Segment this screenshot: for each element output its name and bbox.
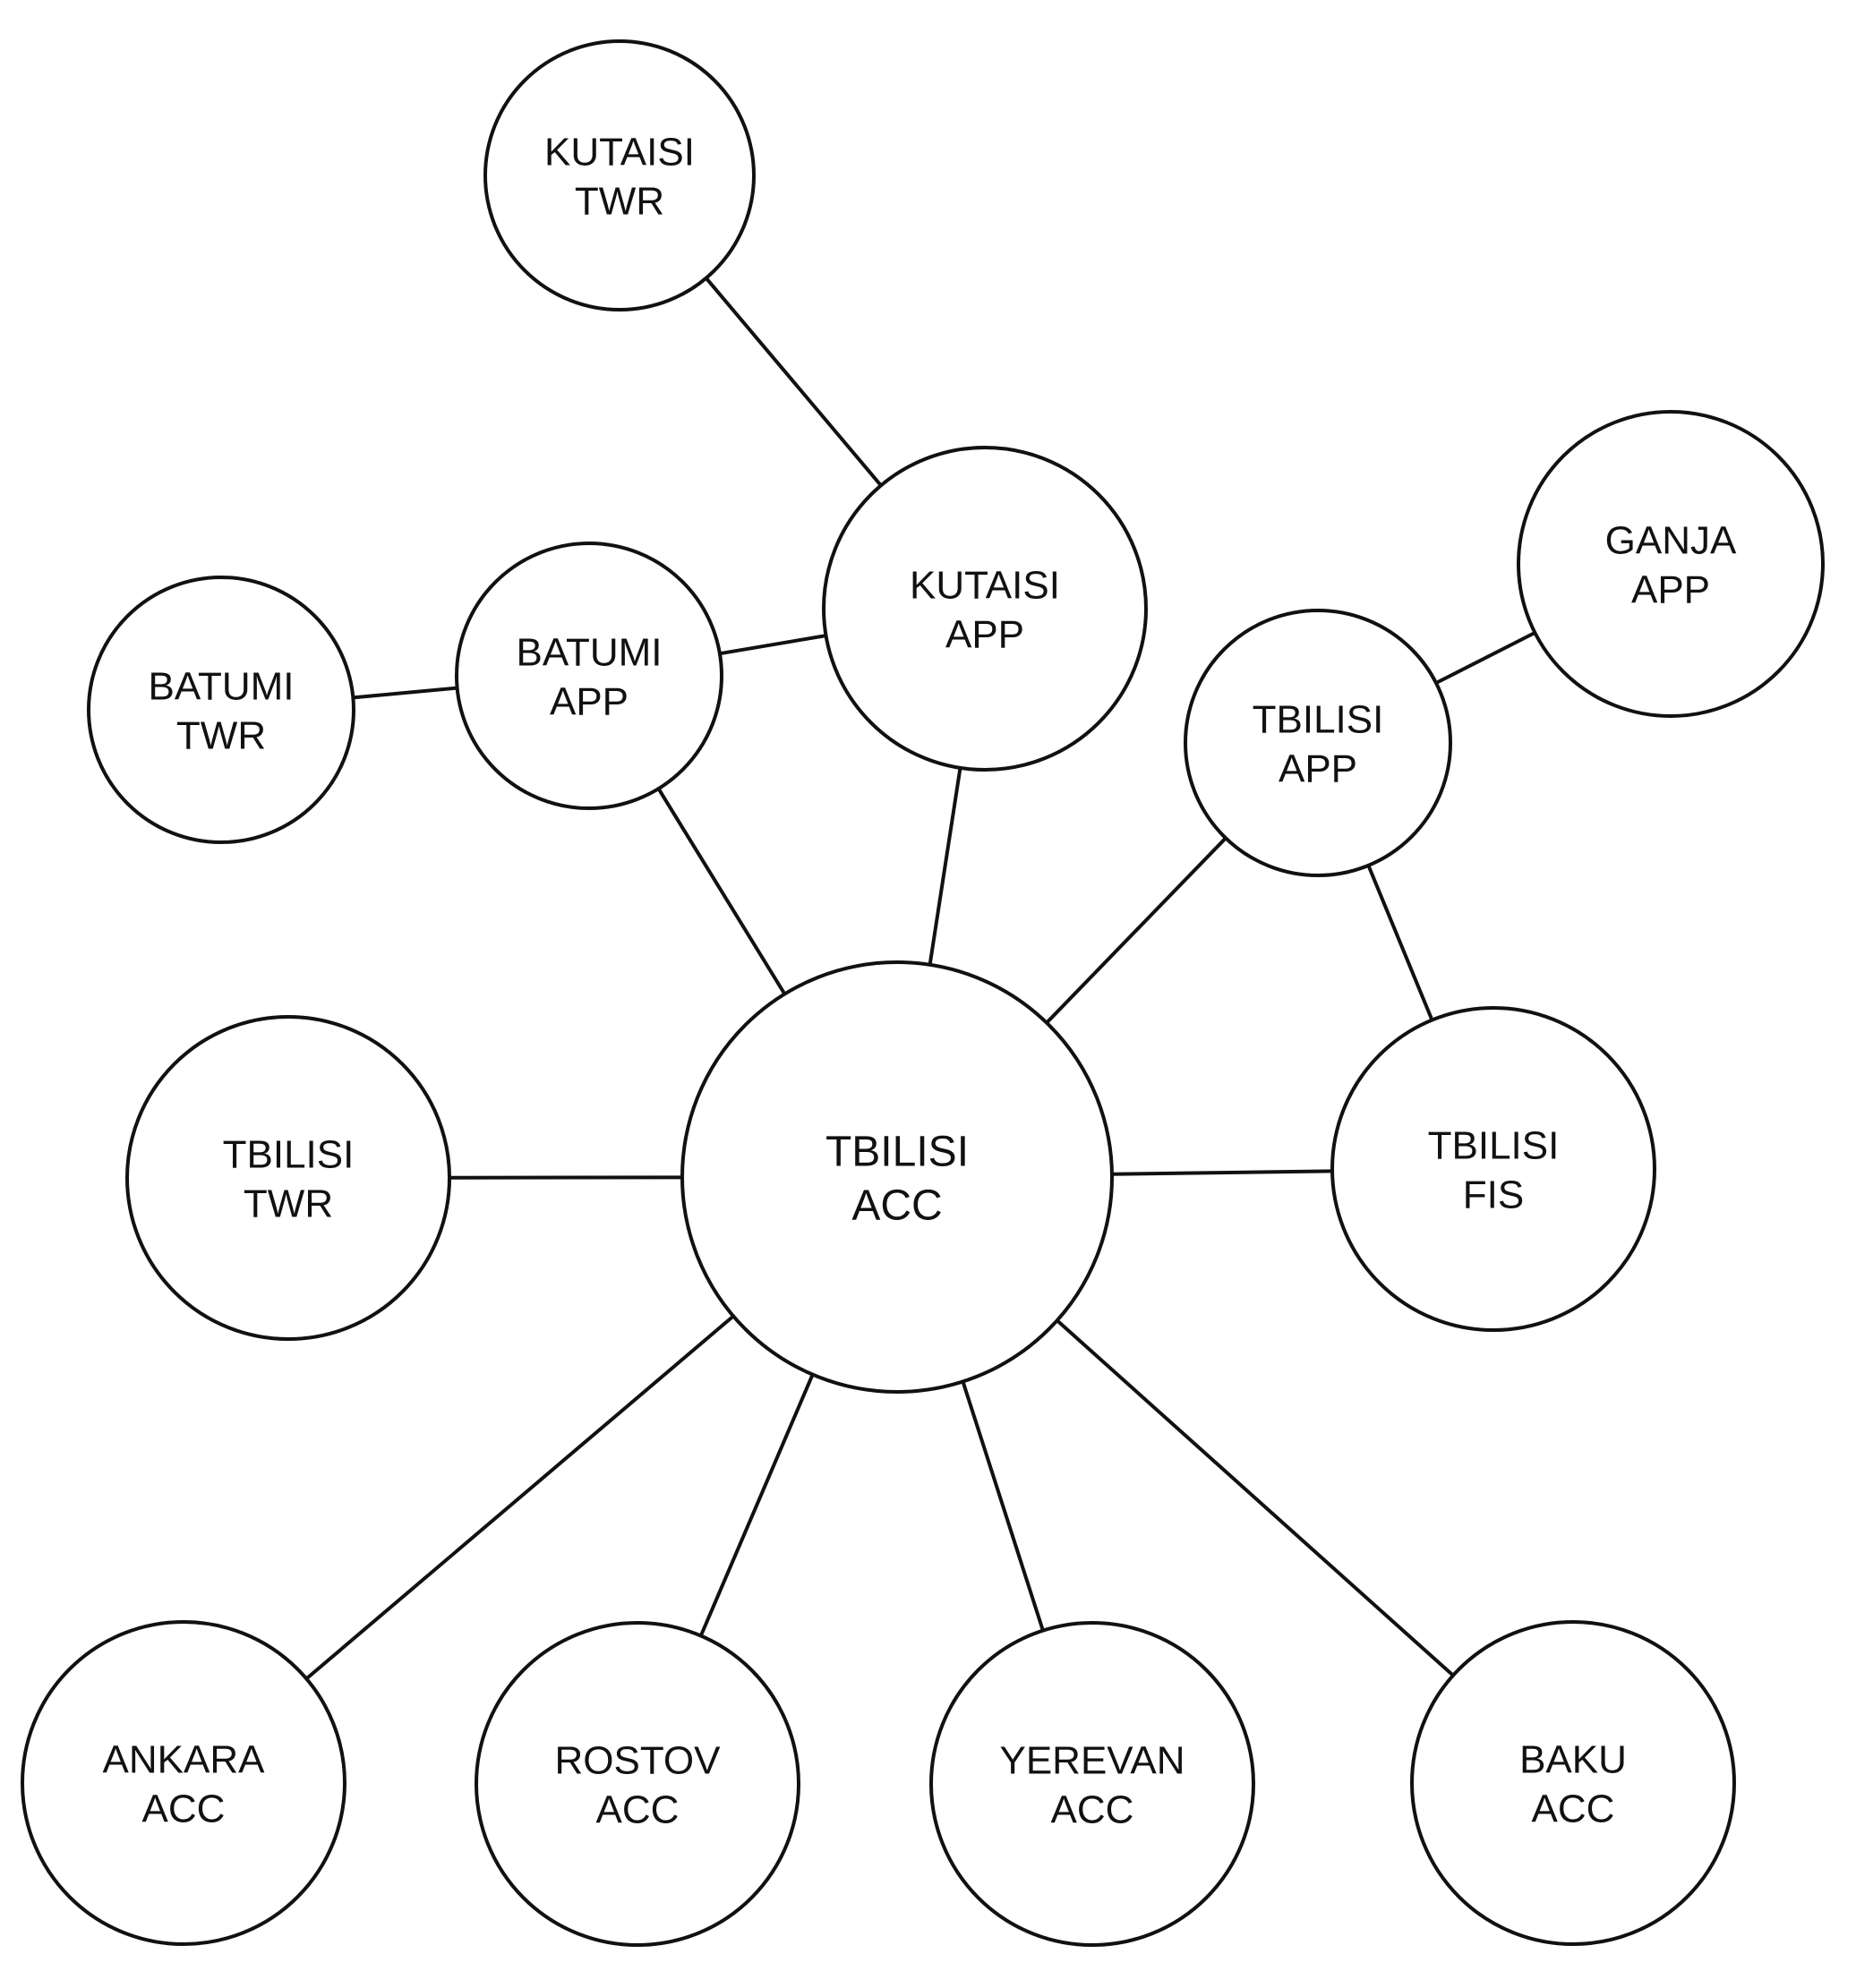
node-label-line-2: TWR xyxy=(575,179,664,223)
node-tbilisi-app: TBILISI APP xyxy=(1184,609,1452,877)
node-label-line-2: APP xyxy=(1631,567,1710,611)
node-label-line-2: ACC xyxy=(142,1787,226,1830)
node-label-line-1: YEREVAN xyxy=(999,1738,1185,1782)
edge-kutaisi-twr-to-kutaisi-app xyxy=(705,277,883,487)
edge-batumi-twr-to-batumi-app xyxy=(353,686,458,700)
node-circle xyxy=(483,39,756,311)
node-circle xyxy=(1410,1620,1736,1946)
node-circle xyxy=(21,1620,346,1946)
node-kutaisi-twr: KUTAISI TWR xyxy=(483,39,756,311)
edge-tbilisi-app-to-tbilisi-fis xyxy=(1366,865,1434,1021)
edge-tbilisi-acc-to-rostov-acc xyxy=(698,1373,815,1637)
node-label-line-2: FIS xyxy=(1463,1173,1524,1216)
node-label-line-2: APP xyxy=(1279,747,1357,790)
node-batumi-twr: BATUMI TWR xyxy=(87,576,355,844)
node-label-line-1: ROSTOV xyxy=(554,1738,721,1782)
node-circle xyxy=(680,960,1114,1394)
edge-ganja-app-to-tbilisi-app xyxy=(1435,631,1536,685)
node-label-line-1: TBILISI xyxy=(223,1132,355,1176)
node-label-line-2: TWR xyxy=(244,1182,333,1225)
node-circle xyxy=(475,1621,800,1947)
node-label-line-2: APP xyxy=(945,612,1024,656)
node-label-line-2: TWR xyxy=(176,713,266,757)
node-tbilisi-fis: TBILISI FIS xyxy=(1330,1006,1656,1332)
node-label-line-2: ACC xyxy=(1051,1787,1134,1831)
edge-tbilisi-acc-to-baku-acc xyxy=(1056,1318,1455,1677)
node-label-line-1: BATUMI xyxy=(517,630,663,674)
node-label-line-1: GANJA xyxy=(1605,518,1737,562)
node-label-line-1: KUTAISI xyxy=(910,563,1060,607)
node-label-line-1: ANKARA xyxy=(103,1737,266,1781)
node-label-line-1: TBILISI xyxy=(825,1128,969,1175)
node-circle xyxy=(455,542,723,810)
node-label-line-2: APP xyxy=(550,679,629,723)
node-label-line-2: ACC xyxy=(851,1182,942,1229)
edge-kutaisi-app-to-tbilisi-acc xyxy=(928,767,962,966)
edge-tbilisi-acc-to-ankara-acc xyxy=(304,1314,735,1681)
node-label-line-1: BAKU xyxy=(1519,1737,1627,1781)
node-kutaisi-app: KUTAISI APP xyxy=(822,446,1148,772)
units: KUTAISITWRKUTAISIAPPBATUMITWRBATUMIAPPGA… xyxy=(21,39,1825,1947)
node-circle xyxy=(929,1621,1255,1947)
node-rostov-acc: ROSTOV ACC xyxy=(475,1621,800,1947)
node-label-line-2: ACC xyxy=(596,1787,680,1831)
node-label-line-1: TBILISI xyxy=(1428,1123,1560,1167)
node-baku-acc: BAKU ACC xyxy=(1410,1620,1736,1946)
node-yerevan-acc: YEREVAN ACC xyxy=(929,1621,1255,1947)
node-circle xyxy=(1517,410,1825,718)
edge-tbilisi-acc-to-yerevan-acc xyxy=(961,1380,1045,1632)
node-label-line-1: BATUMI xyxy=(149,664,295,708)
node-label-line-2: ACC xyxy=(1532,1787,1615,1830)
node-ganja-app: GANJA APP xyxy=(1517,410,1825,718)
node-tbilisi-twr: TBILISI TWR xyxy=(125,1015,451,1341)
edge-batumi-app-to-kutaisi-app xyxy=(719,634,826,656)
node-circle xyxy=(1330,1006,1656,1332)
node-circle xyxy=(1184,609,1452,877)
node-label-line-1: KUTAISI xyxy=(544,130,695,174)
node-label-line-1: TBILISI xyxy=(1253,697,1384,741)
connections xyxy=(304,277,1536,1681)
node-circle xyxy=(87,576,355,844)
node-batumi-app: BATUMI APP xyxy=(455,542,723,810)
edge-tbilisi-acc-to-tbilisi-fis xyxy=(1111,1169,1333,1176)
edge-tbilisi-app-to-tbilisi-acc xyxy=(1045,836,1227,1025)
node-circle xyxy=(822,446,1148,772)
edge-batumi-app-to-tbilisi-acc xyxy=(656,788,787,995)
node-tbilisi-acc: TBILISI ACC xyxy=(680,960,1114,1394)
node-circle xyxy=(125,1015,451,1341)
node-ankara-acc: ANKARA ACC xyxy=(21,1620,346,1946)
